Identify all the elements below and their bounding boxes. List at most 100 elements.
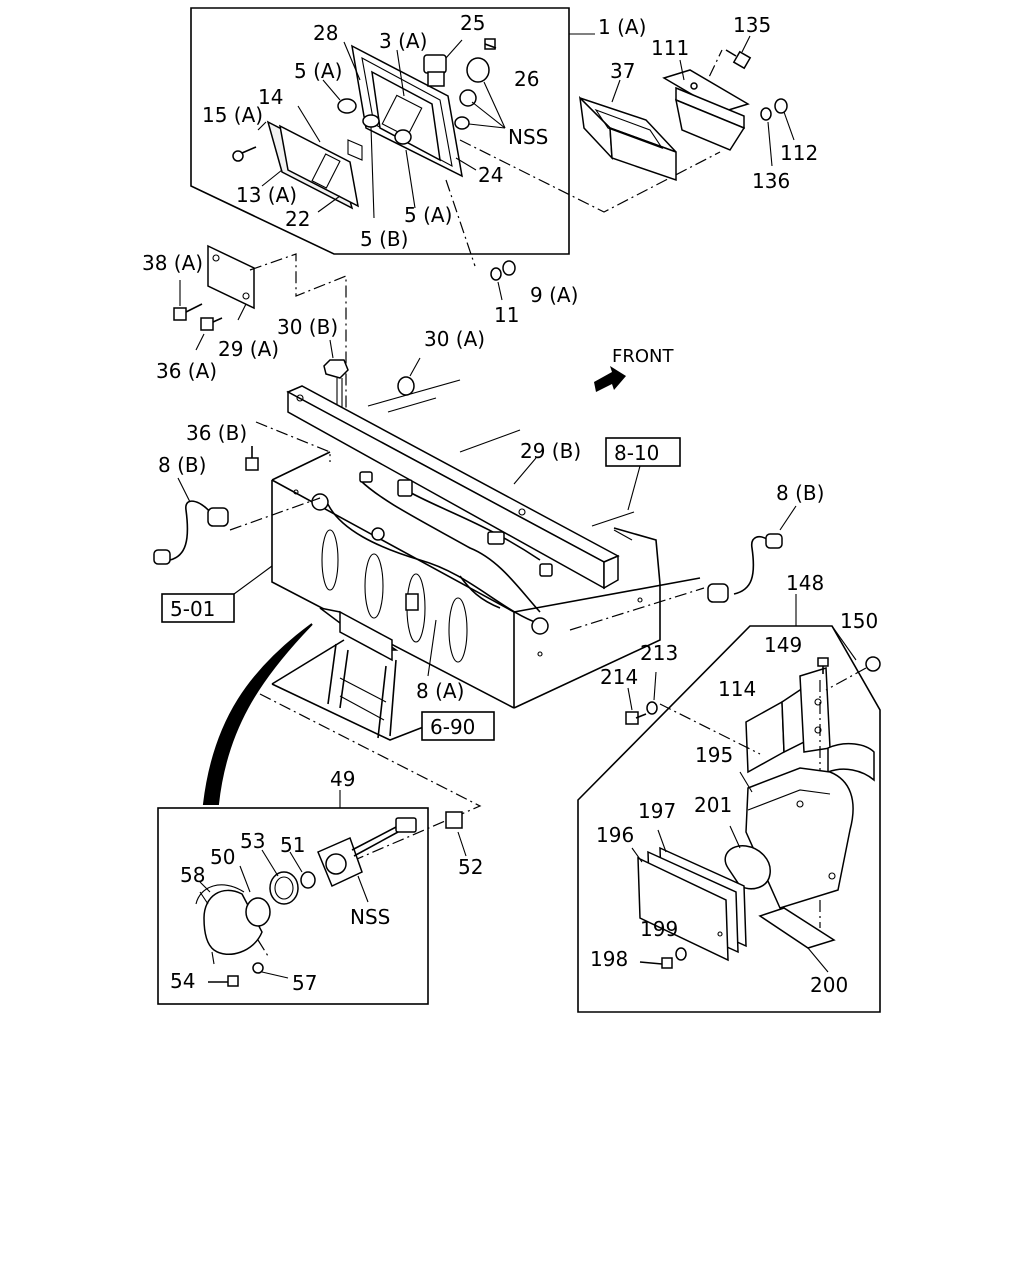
bulb-5b	[362, 114, 380, 219]
dash-29a-to-frame	[249, 253, 347, 420]
socket-nss	[317, 817, 417, 903]
frame-guide-lines	[367, 379, 635, 527]
bolt-38a	[173, 280, 203, 321]
label-36a: 36 (A)	[156, 359, 217, 383]
ref-6-90-text: 6-90	[430, 715, 475, 739]
socket-25	[423, 39, 463, 87]
label-36b: 36 (B)	[186, 421, 247, 445]
label-149: 149	[764, 633, 802, 657]
label-8b-left: 8 (B)	[158, 453, 206, 477]
top-inset-leaders	[257, 41, 477, 213]
nut-30a	[397, 357, 421, 396]
bulb-5a-left	[337, 98, 357, 114]
label-14: 14	[258, 85, 283, 109]
dash-inset-to-9a	[445, 179, 476, 267]
bulb-51	[300, 871, 316, 889]
callout-arrow	[202, 623, 313, 805]
gasket-200	[758, 907, 836, 973]
label-52: 52	[458, 855, 483, 879]
label-54: 54	[170, 969, 195, 993]
screw-54	[208, 975, 239, 987]
label-30a: 30 (A)	[424, 327, 485, 351]
screw-15a	[232, 146, 257, 162]
label-5a-top: 5 (A)	[294, 59, 342, 83]
bulb-201	[724, 825, 771, 890]
washer-57	[252, 962, 289, 979]
label-112: 112	[780, 141, 818, 165]
bolt-135	[725, 35, 752, 70]
label-201: 201	[694, 793, 732, 817]
washer-136	[760, 107, 773, 167]
label-53: 53	[240, 829, 265, 853]
side-lamp-inset-frame	[577, 625, 881, 1013]
label-8a: 8 (A)	[416, 679, 464, 703]
label-199: 199	[640, 917, 678, 941]
label-11: 11	[494, 303, 519, 327]
nss-socket-parts	[454, 57, 506, 130]
label-200: 200	[810, 973, 848, 997]
label-148: 148	[786, 571, 824, 595]
lamp-base-plate	[351, 44, 463, 178]
label-58: 58	[180, 863, 205, 887]
label-3a: 3 (A)	[379, 29, 427, 53]
label-28: 28	[313, 21, 338, 45]
label-nss-top: NSS	[508, 125, 548, 149]
label-8b-right: 8 (B)	[776, 481, 824, 505]
bracket-37	[578, 79, 677, 182]
label-5b: 5 (B)	[360, 227, 408, 251]
connector-52	[445, 811, 467, 857]
nut-112	[774, 98, 795, 141]
bracket-29a	[207, 244, 255, 321]
label-22: 22	[285, 207, 310, 231]
side-marker-8b-left	[153, 477, 321, 565]
label-front: FRONT	[612, 346, 674, 367]
washer-11	[490, 267, 503, 301]
label-150: 150	[840, 609, 878, 633]
ref-box-5-01: 5-01	[161, 565, 273, 623]
label-15a: 15 (A)	[202, 103, 263, 127]
washer-213	[646, 671, 658, 715]
label-198: 198	[590, 947, 628, 971]
license-lamp-inset-frame	[157, 807, 429, 1005]
label-5a-mid: 5 (A)	[404, 203, 452, 227]
label-29a: 29 (A)	[218, 337, 279, 361]
license-bracket	[271, 607, 427, 741]
label-29b: 29 (B)	[520, 439, 581, 463]
label-195: 195	[695, 743, 733, 767]
label-nss-bottom: NSS	[350, 905, 390, 929]
dash-inset-to-111	[459, 139, 721, 213]
label-30b: 30 (B)	[277, 315, 338, 339]
label-214: 214	[600, 665, 638, 689]
bracket-114	[745, 666, 875, 782]
label-38a: 38 (A)	[142, 251, 203, 275]
lens-196-197	[631, 829, 747, 962]
screw-26	[484, 38, 497, 50]
label-136: 136	[752, 169, 790, 193]
dash-213-to-bracket	[659, 703, 761, 755]
ref-8-10-text: 8-10	[614, 441, 659, 465]
bolt-36b	[245, 421, 331, 471]
label-1a: 1 (A)	[598, 15, 646, 39]
bulb-5a-right	[394, 129, 412, 145]
part-labels: 1 (A) 135 28 3 (A) 25 111 26 37 5 (A) 14…	[142, 11, 878, 997]
bracket-111	[662, 59, 750, 151]
nut-9a	[502, 260, 516, 276]
label-213: 213	[640, 641, 678, 665]
label-25: 25	[460, 11, 485, 35]
lamp-housing-195	[739, 767, 854, 909]
label-51: 51	[280, 833, 305, 857]
dash-inset-to-52	[259, 693, 482, 863]
side-marker-8b-right	[569, 505, 797, 631]
washer-199	[675, 947, 687, 961]
screw-149	[817, 657, 829, 674]
label-114: 114	[718, 677, 756, 701]
label-197: 197	[638, 799, 676, 823]
lens-50	[245, 897, 271, 927]
label-24: 24	[478, 163, 503, 187]
label-57: 57	[292, 971, 317, 995]
lamp-body-13a	[266, 120, 363, 210]
front-arrow-icon	[594, 366, 626, 392]
gasket-53	[269, 871, 299, 905]
label-50: 50	[210, 845, 235, 869]
